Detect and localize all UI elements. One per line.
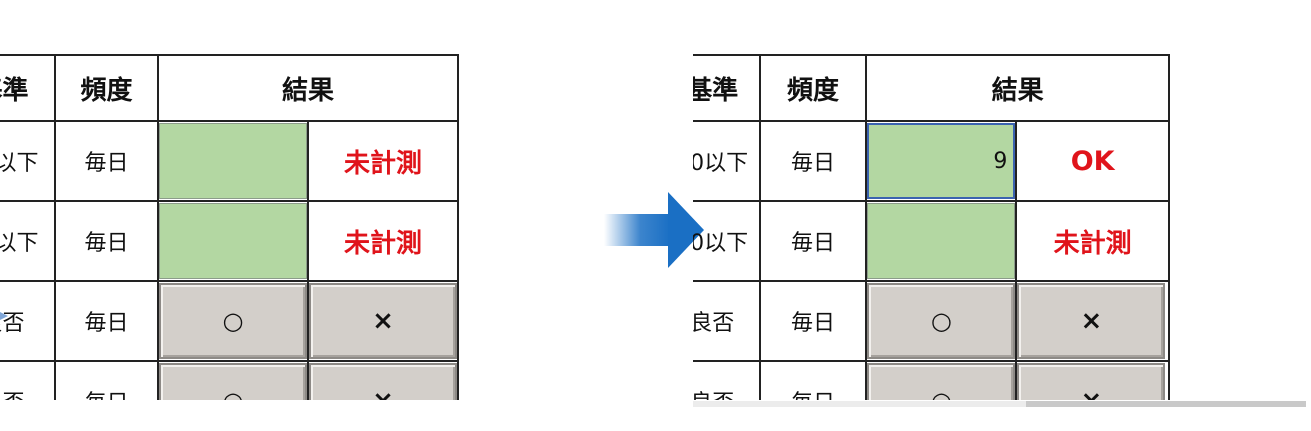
frequency-cell: 毎日 (758, 200, 868, 282)
table-row: 良否 毎日 ○ × (693, 280, 1170, 362)
edge-arrow-fragment-icon (0, 312, 8, 320)
pass-button[interactable]: ○ (868, 283, 1015, 359)
measurement-cell (156, 200, 309, 282)
criteria-cell: 10以下 (0, 200, 57, 282)
frequency-cell: 毎日 (54, 200, 159, 282)
measurement-input[interactable] (868, 203, 1015, 279)
before-table-panel: 基準 頻度 結果 10以下 毎日 未計測 10以下 毎日 未計測 良否 毎日 (0, 54, 600, 400)
right-arrow-icon (604, 192, 704, 268)
criteria-cell: 良否 (693, 280, 761, 362)
criteria-cell: 良否 (693, 360, 761, 400)
header-result: 結果 (865, 54, 1170, 122)
ng-cell: × (1015, 280, 1170, 362)
pass-button[interactable]: ○ (159, 283, 306, 359)
frequency-cell: 毎日 (54, 360, 159, 400)
criteria-cell: 10以下 (693, 200, 761, 282)
criteria-cell: 良否 (0, 280, 57, 362)
fail-button[interactable]: × (309, 283, 456, 359)
measurement-input[interactable] (868, 123, 1015, 199)
header-result: 結果 (156, 54, 460, 122)
measurement-cell (156, 120, 309, 202)
fail-button[interactable]: × (309, 363, 456, 400)
ng-cell: × (306, 280, 460, 362)
criteria-cell: 10以下 (0, 120, 57, 202)
scrollbar-thumb[interactable] (1026, 401, 1306, 407)
status-label: 未計測 (306, 200, 460, 282)
ok-cell: ○ (865, 360, 1018, 400)
table-row: 良否 毎日 ○ × (693, 360, 1170, 400)
ok-cell: ○ (156, 360, 309, 400)
pass-button[interactable]: ○ (868, 363, 1015, 400)
ok-cell: ○ (156, 280, 309, 362)
ng-cell: × (306, 360, 460, 400)
status-label: OK (1015, 120, 1170, 202)
criteria-cell: 10以下 (693, 120, 761, 202)
frequency-cell: 毎日 (54, 120, 159, 202)
status-label: 未計測 (1015, 200, 1170, 282)
frequency-cell: 毎日 (758, 280, 868, 362)
frequency-cell: 毎日 (54, 280, 159, 362)
measurement-input[interactable] (159, 203, 306, 279)
header-frequency: 頻度 (758, 54, 868, 122)
status-label: 未計測 (306, 120, 460, 202)
inspection-table-after: 基準 頻度 結果 10以下 毎日 OK 10以下 毎日 未計測 良否 毎日 (693, 54, 1170, 400)
fail-button[interactable]: × (1018, 363, 1166, 400)
table-row: 良否 毎日 ○ × (0, 360, 460, 400)
measurement-cell (865, 120, 1018, 202)
inspection-table-before: 基準 頻度 結果 10以下 毎日 未計測 10以下 毎日 未計測 良否 毎日 (0, 54, 460, 400)
measurement-cell (865, 200, 1018, 282)
after-table-panel: 基準 頻度 結果 10以下 毎日 OK 10以下 毎日 未計測 良否 毎日 (693, 54, 1297, 400)
table-row: 10以下 毎日 未計測 (693, 200, 1170, 282)
fail-button[interactable]: × (1018, 283, 1166, 359)
frequency-cell: 毎日 (758, 120, 868, 202)
header-frequency: 頻度 (54, 54, 159, 122)
header-row: 基準 頻度 結果 (693, 54, 1170, 122)
ng-cell: × (1015, 360, 1170, 400)
measurement-input[interactable] (159, 123, 306, 199)
header-criteria: 基準 (0, 54, 57, 122)
header-row: 基準 頻度 結果 (0, 54, 460, 122)
criteria-cell: 良否 (0, 360, 57, 400)
table-row: 10以下 毎日 OK (693, 120, 1170, 202)
header-criteria: 基準 (693, 54, 761, 122)
table-row: 良否 毎日 ○ × (0, 280, 460, 362)
horizontal-scrollbar[interactable] (693, 401, 1305, 407)
pass-button[interactable]: ○ (159, 363, 306, 400)
table-row: 10以下 毎日 未計測 (0, 200, 460, 282)
table-row: 10以下 毎日 未計測 (0, 120, 460, 202)
ok-cell: ○ (865, 280, 1018, 362)
frequency-cell: 毎日 (758, 360, 868, 400)
